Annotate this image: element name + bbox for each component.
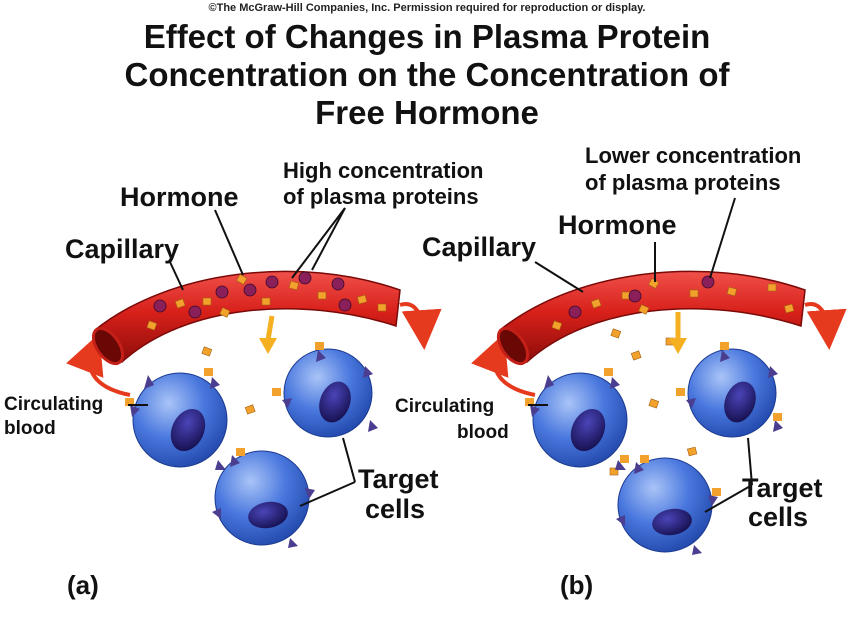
free-hormones-a [201, 346, 256, 415]
plasma-proteins-a [153, 271, 352, 319]
blood-inflow-arrow-a [66, 333, 131, 397]
capillary-opening-a [91, 326, 125, 366]
capillary-opening-b [496, 326, 530, 366]
proteins-label-b-line2: of plasma proteins [585, 170, 781, 195]
free-hormones-b [609, 328, 698, 476]
circulating-label-a-line2: blood [4, 418, 56, 439]
hormone-molecules-a [146, 273, 387, 331]
target-label-a-line2: cells [365, 494, 426, 524]
diffusion-arrow-a [265, 315, 275, 341]
blood-outflow-arrow-b [804, 302, 847, 350]
target-label-b-line2: cells [748, 502, 809, 532]
proteins-label-b-line1: Lower concentration [585, 143, 802, 168]
target-cell-b1 [525, 368, 629, 470]
title-line-3: Free Hormone [315, 94, 539, 131]
diffusion-arrowhead-b [669, 338, 687, 354]
circulating-label-b-line1: Circulating [395, 396, 495, 417]
target-label-b-line1: Target [742, 473, 823, 503]
plasma-proteins-b [568, 275, 715, 319]
proteins-label-a-line2: of plasma proteins [283, 184, 479, 209]
hormone-label-b: Hormone [558, 210, 677, 240]
target-cell-a3 [212, 448, 315, 548]
copyright-notice: ©The McGraw-Hill Companies, Inc. Permiss… [208, 2, 646, 14]
panel-label-a: (a) [67, 570, 99, 600]
panel-label-b: (b) [560, 570, 594, 600]
circulating-label-a-line1: Circulating [4, 394, 104, 415]
title-line-2: Concentration on the Concentration of [124, 56, 730, 93]
target-cell-a1 [125, 368, 228, 470]
blood-inflow-arrow-b [471, 333, 536, 397]
capillary-label-b: Capillary [422, 232, 537, 262]
panel-b [471, 197, 847, 555]
target-cell-b3 [616, 455, 721, 555]
hormone-label-a: Hormone [120, 182, 239, 212]
capillary-label-a: Capillary [65, 234, 180, 264]
proteins-label-a-line1: High concentration [283, 158, 484, 183]
leader-lines-b [528, 197, 753, 513]
circulating-label-b-line2: blood [457, 422, 509, 443]
hormone-molecules-b [551, 277, 795, 331]
blood-outflow-arrow-a [399, 302, 442, 350]
title-line-1: Effect of Changes in Plasma Protein [143, 18, 711, 55]
target-cell-a2 [272, 342, 378, 438]
target-label-a-line1: Target [358, 464, 439, 494]
target-cell-b2 [676, 342, 783, 438]
panel-a [66, 207, 442, 548]
page-title: Effect of Changes in Plasma Protein Conc… [0, 18, 854, 132]
leader-lines-a [128, 207, 356, 507]
diffusion-arrowhead-a [259, 338, 277, 354]
